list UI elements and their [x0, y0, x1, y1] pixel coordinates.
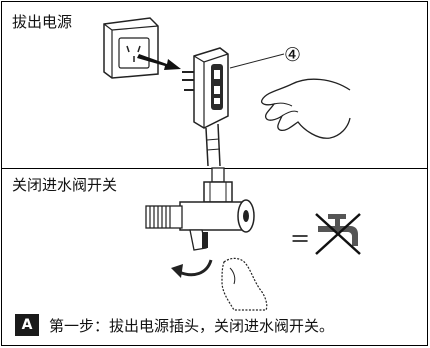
turning-hand-icon — [221, 257, 268, 311]
wall-socket-icon — [103, 17, 159, 79]
close-valve-panel: 关闭进水阀开关 — [2, 167, 427, 346]
pull-arrow-icon — [137, 54, 181, 70]
callout-leader-line — [229, 53, 285, 69]
step-badge: A — [15, 314, 39, 336]
rotate-arrow-icon — [171, 259, 213, 278]
step-caption-text: 第一步：拔出电源插头，关闭进水阀开关。 — [49, 316, 335, 335]
step-caption: A 第一步：拔出电源插头，关闭进水阀开关。 — [15, 314, 334, 336]
water-valve-icon — [145, 167, 255, 251]
unplug-power-label: 拔出电源 — [12, 13, 73, 31]
callout-number-4: ④ — [284, 44, 302, 66]
close-valve-label: 关闭进水阀开关 — [12, 176, 118, 194]
no-water-tap-icon — [315, 213, 361, 255]
power-plug-icon — [182, 47, 229, 167]
unplug-power-panel: 拔出电源 — [2, 2, 427, 169]
equals-sign: = — [290, 224, 311, 252]
hand-icon — [260, 78, 351, 139]
